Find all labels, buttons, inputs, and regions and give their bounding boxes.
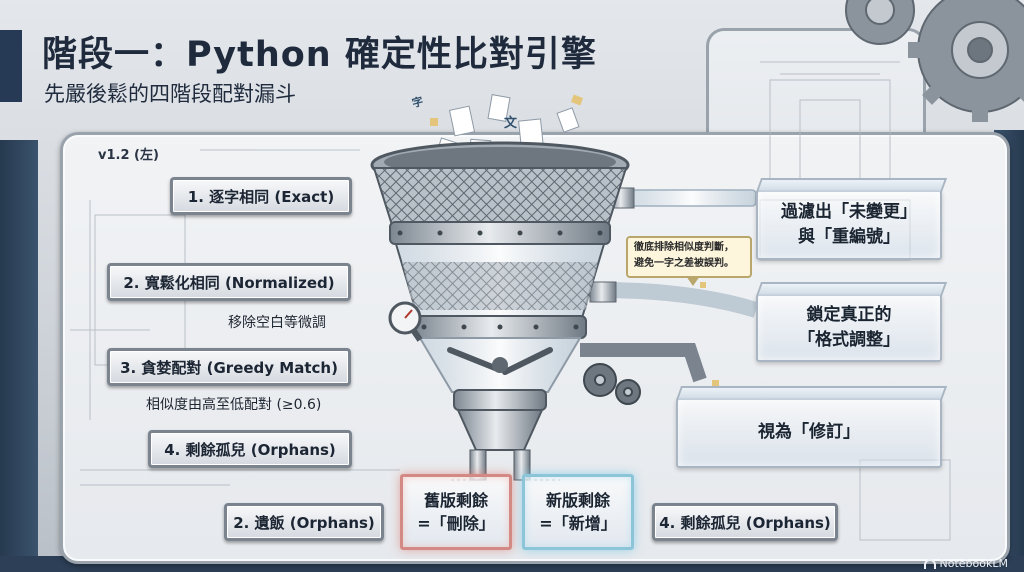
floating-glyph: 文 [504,116,518,131]
brand-watermark: NotebookLM [923,557,1008,570]
stage-2-plate: 2. 寬鬆化相同 (Normalized) [107,263,351,301]
stage-3-note: 相似度由高至低配對 (≥0.6) [146,397,322,413]
stage-1-plate: 1. 逐字相同 (Exact) [170,177,352,215]
added-bin-line2: =「新增」 [539,514,617,533]
output-box-format-line1: 鎖定真正的 [806,304,892,325]
stage-2-note: 移除空白等微調 [228,315,326,331]
callout-bubble: 徹底排除相似度判斷， 避免一字之差被誤判。 [626,236,752,278]
output-box-revision: 視為「修訂」 [676,386,948,468]
output-box-format-line2: 「格式調整」 [798,330,900,350]
version-label: v1.2 (左) [98,148,159,163]
stage-3-plate: 3. 貪婪配對 (Greedy Match) [107,348,351,386]
pipe-icon [580,187,759,383]
panel-top-tab [706,28,926,140]
added-bin-line1: 新版剩餘 [545,490,610,510]
stage-4-plate: 4. 剩餘孤兒 (Orphans) [148,430,352,468]
bottom-left-plate: 2. 遺飯 (Orphans) [224,503,384,541]
output-box-unchanged-line1: 過濾出「未變更」 [781,201,917,222]
title-accent-bar [0,30,22,102]
brand-name: NotebookLM [939,557,1008,570]
page-subtitle: 先嚴後鬆的四階段配對漏斗 [44,82,296,106]
page-title: 階段一：Python 確定性比對引擎 [42,35,597,75]
funnel-icon [370,141,630,481]
output-box-unchanged: 過濾出「未變更」 與「重編號」 [756,178,948,260]
gear-icon [845,0,1024,113]
deleted-bin-line2: =「刪除」 [417,514,495,533]
notebooklm-logo-icon [923,558,936,569]
output-box-format: 鎖定真正的 「格式調整」 [756,282,948,362]
added-bin: 新版剩餘 =「新增」 [522,474,634,550]
deleted-bin: 舊版剩餘 =「刪除」 [400,474,512,550]
circuit-border-left [0,140,38,572]
output-box-unchanged-line2: 與「重編號」 [798,227,900,247]
bottom-right-plate: 4. 剩餘孤兒 (Orphans) [652,503,838,541]
callout-line1: 徹底排除相似度判斷， [634,242,734,253]
callout-line2: 避免一字之差被誤判。 [634,257,734,269]
callout-tail [686,276,700,286]
output-box-revision-label: 視為「修訂」 [758,422,860,443]
pressure-gauge-icon [388,301,423,342]
deleted-bin-line1: 舊版剩餘 [423,490,488,510]
